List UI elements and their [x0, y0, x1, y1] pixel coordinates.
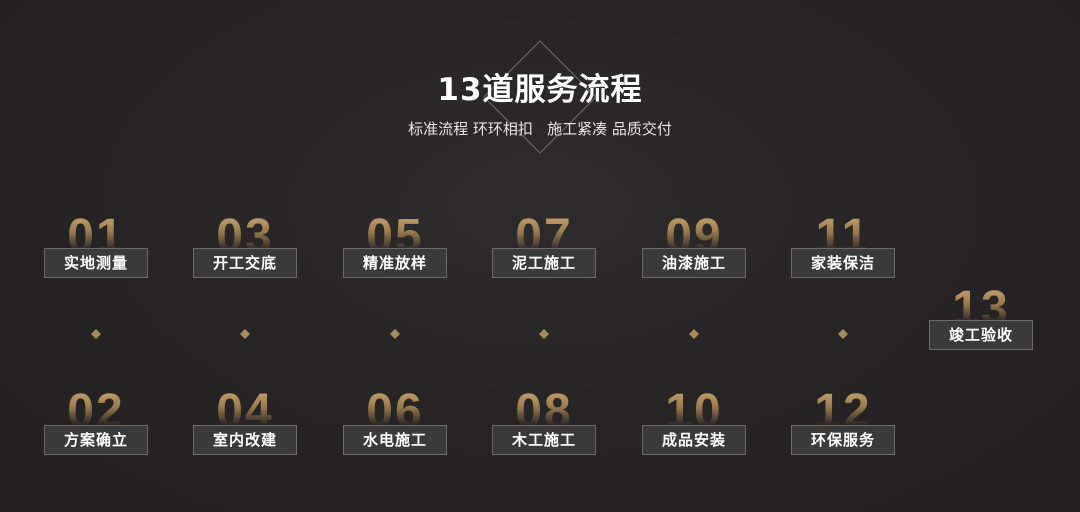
- timeline-node-3: [390, 329, 400, 339]
- step-number-06: 06: [342, 385, 448, 425]
- step-number-10: 10: [641, 385, 747, 425]
- step-label-02: 方案确立: [44, 425, 148, 455]
- timeline-node-5: [689, 329, 699, 339]
- page-title: 13道服务流程: [437, 72, 643, 108]
- step-label-10: 成品安装: [642, 425, 746, 455]
- step-label-08: 木工施工: [492, 425, 596, 455]
- step-number-13: 13: [928, 282, 1034, 322]
- step-number-08: 08: [491, 385, 597, 425]
- step-number-04: 04: [192, 385, 298, 425]
- step-label-04: 室内改建: [193, 425, 297, 455]
- step-number-07: 07: [491, 210, 597, 250]
- step-label-11: 家装保洁: [791, 248, 895, 278]
- step-label-07: 泥工施工: [492, 248, 596, 278]
- step-number-09: 09: [641, 210, 747, 250]
- step-number-03: 03: [192, 210, 298, 250]
- step-label-03: 开工交底: [193, 248, 297, 278]
- step-label-12: 环保服务: [791, 425, 895, 455]
- step-label-13: 竣工验收: [929, 320, 1033, 350]
- step-label-01: 实地测量: [44, 248, 148, 278]
- step-number-02: 02: [43, 385, 149, 425]
- timeline-node-4: [539, 329, 549, 339]
- step-number-11: 11: [790, 210, 896, 250]
- step-number-12: 12: [790, 385, 896, 425]
- step-number-05: 05: [342, 210, 448, 250]
- page-subtitle: 标准流程 环环相扣 施工紧凑 品质交付: [408, 120, 672, 138]
- timeline-node-2: [240, 329, 250, 339]
- step-label-09: 油漆施工: [642, 248, 746, 278]
- step-label-05: 精准放样: [343, 248, 447, 278]
- timeline-node-6: [838, 329, 848, 339]
- step-number-01: 01: [43, 210, 149, 250]
- step-label-06: 水电施工: [343, 425, 447, 455]
- timeline-node-1: [91, 329, 101, 339]
